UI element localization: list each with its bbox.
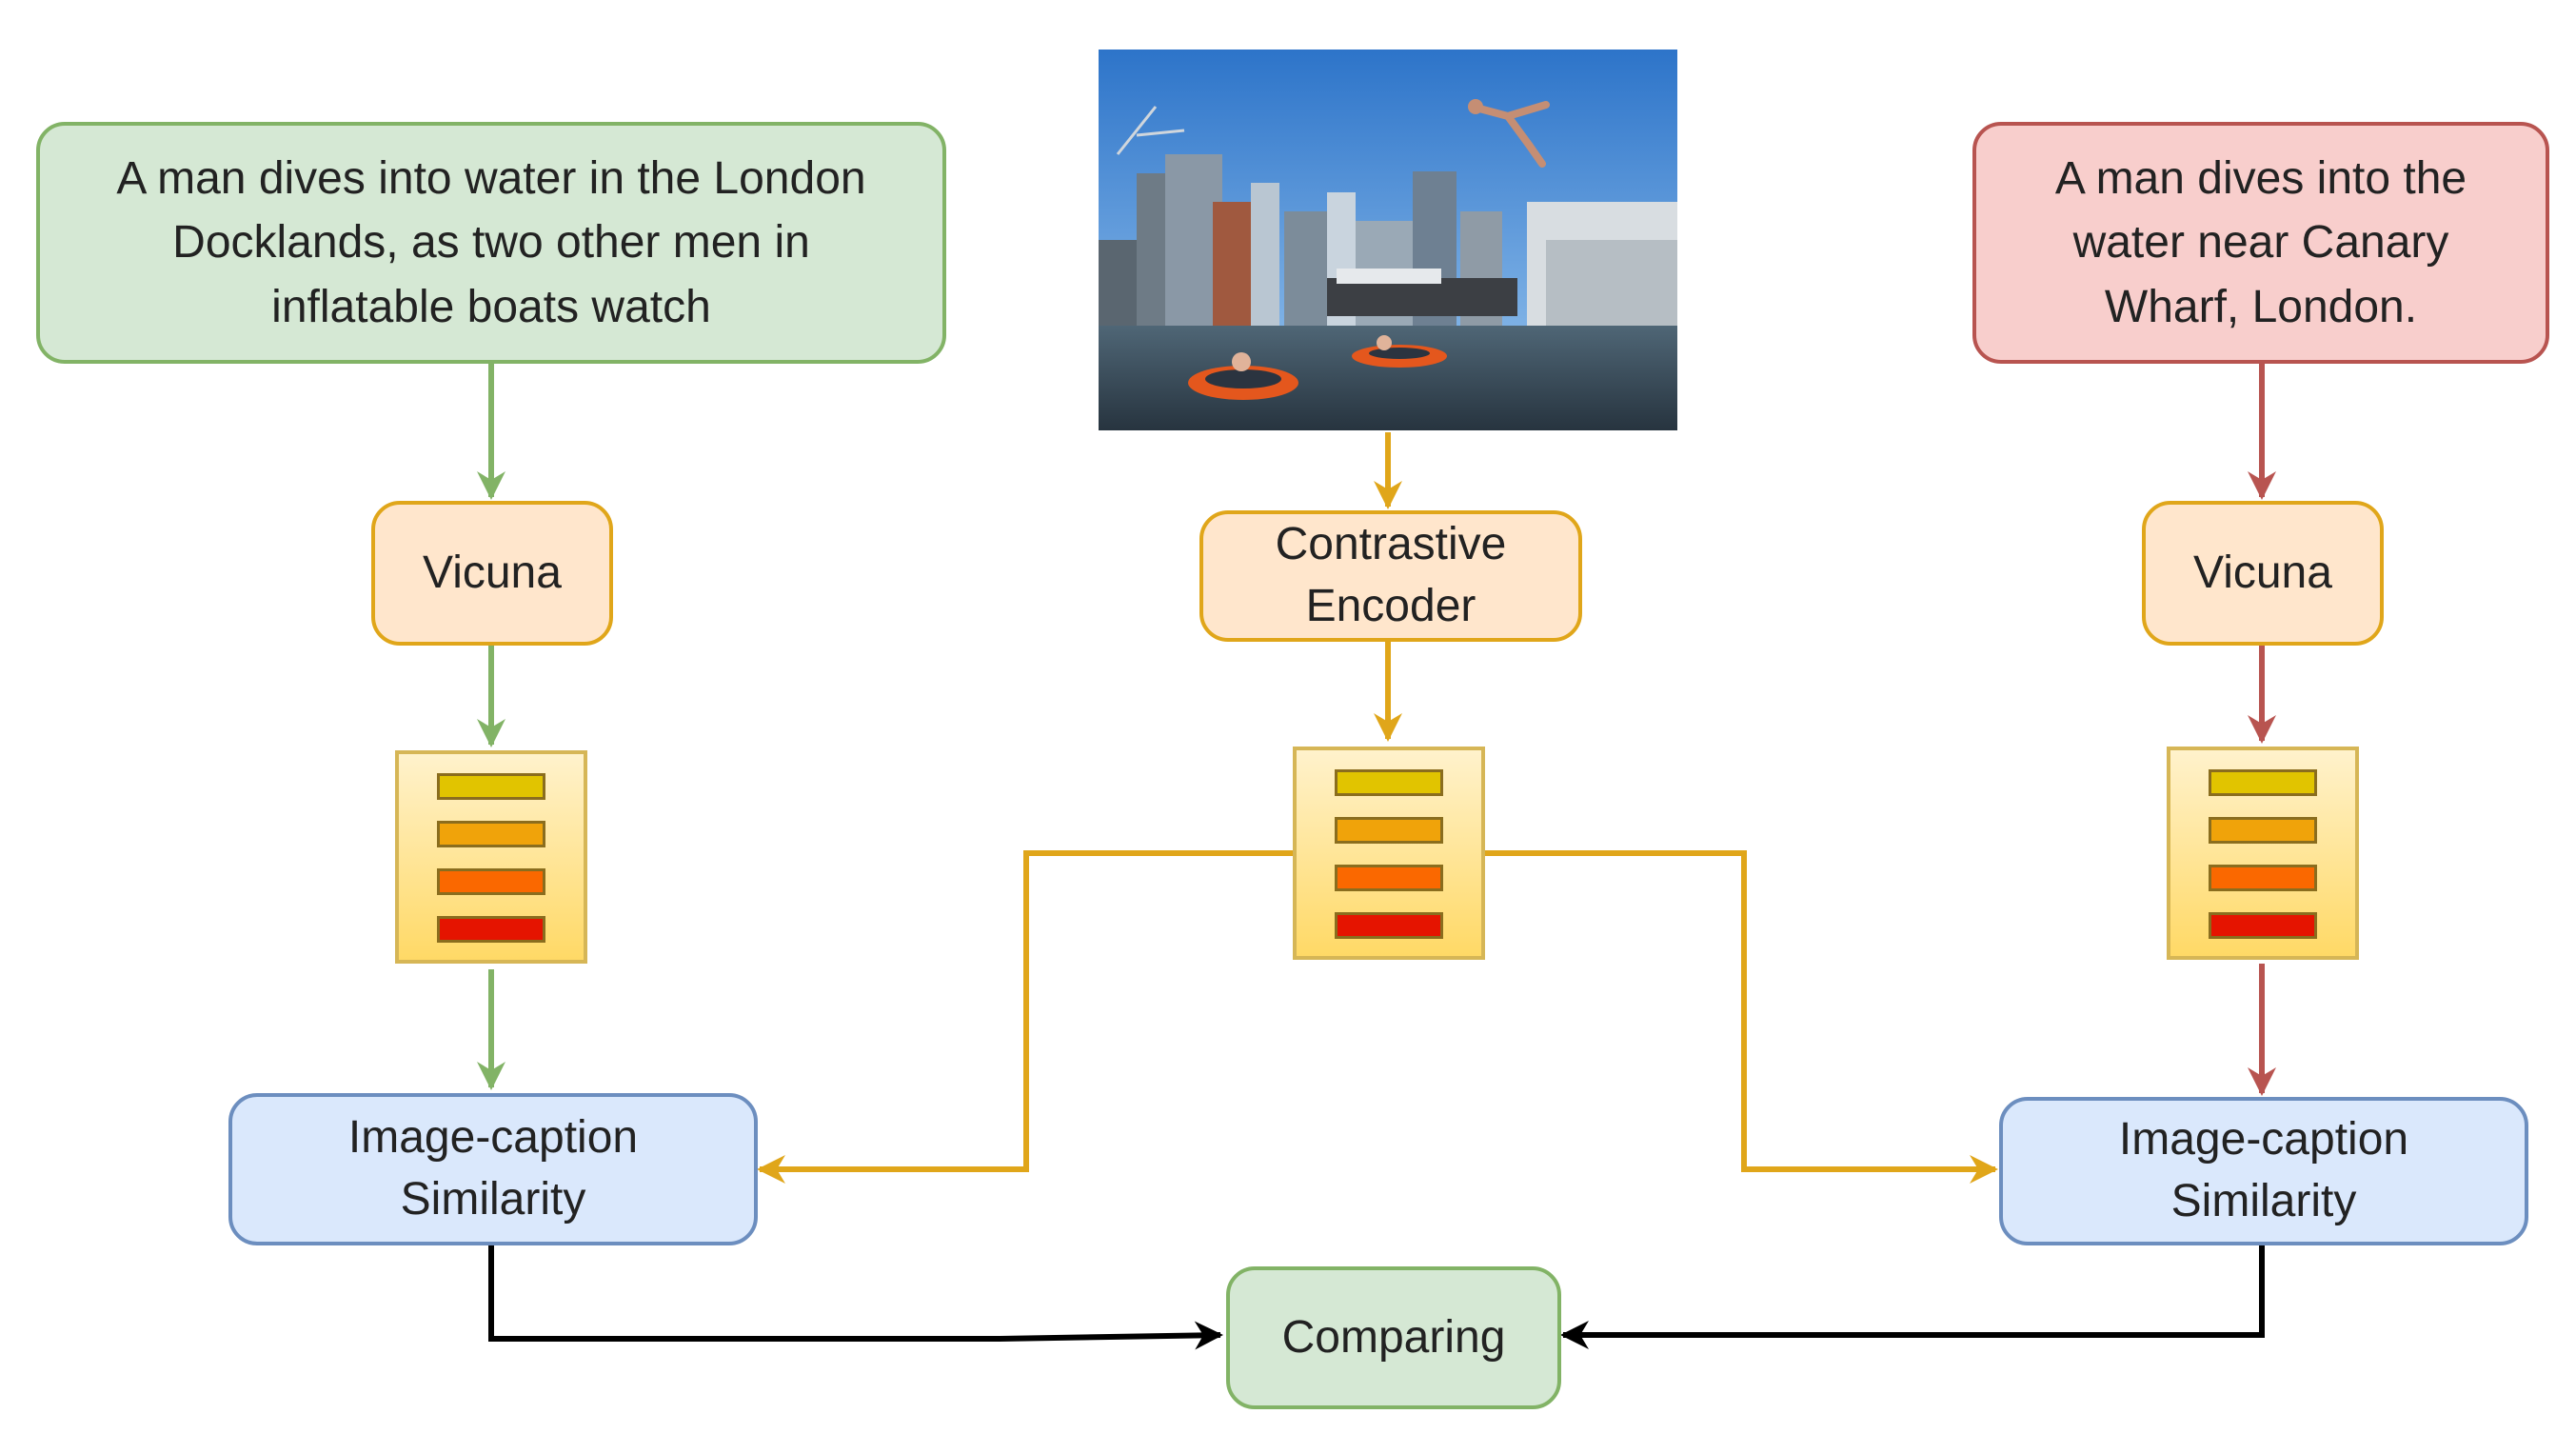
- photo-illustration: [1099, 50, 1677, 430]
- vicuna-right-box: Vicuna: [2142, 501, 2384, 646]
- embedding-bar: [1335, 865, 1443, 891]
- arrow-embedding-to-similarity-left-orange: [757, 850, 1293, 1184]
- embedding-bar: [2209, 912, 2317, 939]
- comparing-box: Comparing: [1226, 1266, 1561, 1409]
- embedding-bar: [2209, 865, 2317, 891]
- contrastive-encoder-box: Contrastive Encoder: [1199, 510, 1582, 642]
- left-caption-box: A man dives into water in the London Doc…: [36, 122, 946, 364]
- arrow-embedding-to-similarity-right-orange: [1483, 850, 1998, 1184]
- embedding-bar: [2209, 769, 2317, 796]
- vicuna-left-label: Vicuna: [423, 548, 562, 599]
- right-caption-box: A man dives into the water near Canary W…: [1972, 122, 2549, 364]
- embedding-bar: [437, 821, 545, 847]
- embedding-bar: [2209, 817, 2317, 844]
- vicuna-right-label: Vicuna: [2193, 548, 2332, 599]
- arrow-similarity-right-to-compare: [1560, 1244, 2265, 1349]
- similarity-right-label: Image-caption Similarity: [2118, 1114, 2409, 1226]
- contrastive-encoder-label: Contrastive Encoder: [1275, 519, 1507, 631]
- arrow-similarity-left-to-compare: [488, 1245, 1223, 1350]
- input-photo: [1099, 50, 1677, 430]
- similarity-right-box: Image-caption Similarity: [1999, 1097, 2528, 1245]
- embedding-bar: [437, 868, 545, 895]
- similarity-left-box: Image-caption Similarity: [228, 1093, 758, 1245]
- embedding-center: [1293, 747, 1485, 960]
- embedding-bar: [437, 916, 545, 943]
- embedding-left: [395, 750, 587, 964]
- embedding-bar: [437, 773, 545, 800]
- embedding-bar: [1335, 817, 1443, 844]
- similarity-left-label: Image-caption Similarity: [347, 1112, 639, 1225]
- embedding-bar: [1335, 912, 1443, 939]
- vicuna-left-box: Vicuna: [371, 501, 613, 646]
- embedding-bar: [1335, 769, 1443, 796]
- comparing-label: Comparing: [1281, 1312, 1506, 1364]
- right-caption-text: A man dives into the water near Canary W…: [2054, 153, 2467, 332]
- left-caption-text: A man dives into water in the London Doc…: [116, 153, 866, 332]
- embedding-right: [2167, 747, 2359, 960]
